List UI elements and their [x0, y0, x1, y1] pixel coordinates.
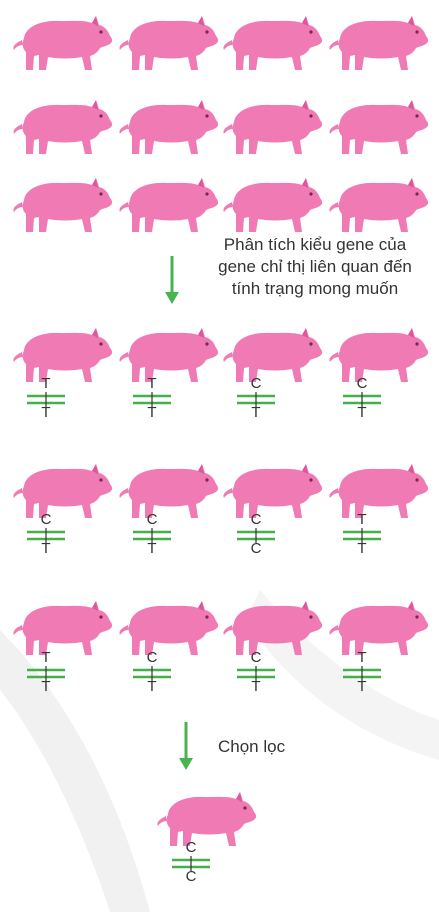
pig-icon — [13, 328, 112, 382]
allele-top-label: C — [142, 650, 162, 666]
genotyping-caption-line-1: Phân tích kiểu gene của — [196, 234, 434, 256]
allele-top-label: C — [142, 512, 162, 528]
allele-top-label: C — [246, 376, 266, 392]
pig-icon — [223, 100, 322, 154]
allele-bottom-label: T — [142, 541, 162, 557]
allele-bottom-label: T — [142, 405, 162, 421]
allele-bottom-label: T — [246, 405, 266, 421]
down-arrow-icon — [179, 722, 193, 770]
pig-icon — [13, 464, 112, 518]
pig-icon — [13, 16, 112, 70]
pig-icon — [329, 100, 428, 154]
pig-icon — [329, 464, 428, 518]
allele-bottom-label: T — [246, 679, 266, 695]
pig-icon — [119, 328, 218, 382]
pig-icon — [13, 601, 112, 655]
genotyping-caption-line-3: tính trạng mong muốn — [196, 278, 434, 300]
pig-icon — [223, 328, 322, 382]
allele-top-label: T — [36, 376, 56, 392]
allele-bottom-label: T — [36, 541, 56, 557]
allele-bottom-label: T — [142, 679, 162, 695]
allele-top-label: C — [352, 376, 372, 392]
allele-bottom-label: T — [352, 679, 372, 695]
pig-icon — [329, 16, 428, 70]
pig-icon — [13, 178, 112, 232]
pig-icon — [119, 178, 218, 232]
pig-icon — [329, 328, 428, 382]
genotyping-caption: Phân tích kiểu gene của gene chỉ thị liê… — [196, 234, 434, 300]
allele-bottom-label: T — [36, 405, 56, 421]
allele-top-label: T — [352, 650, 372, 666]
pig-icon — [13, 100, 112, 154]
pig-icon — [329, 178, 428, 232]
pig-icon — [119, 464, 218, 518]
pig-icon — [119, 601, 218, 655]
pig-icon — [223, 16, 322, 70]
pig-icon — [329, 601, 428, 655]
allele-top-label: T — [36, 650, 56, 666]
selection-caption: Chọn lọc — [218, 736, 285, 758]
allele-top-label: T — [142, 376, 162, 392]
pig-icon — [223, 464, 322, 518]
pig-icon — [223, 178, 322, 232]
down-arrow-icon — [165, 256, 179, 304]
pig-icon — [157, 792, 256, 846]
allele-top-label: C — [246, 650, 266, 666]
allele-bottom-label: T — [352, 541, 372, 557]
allele-bottom-label: C — [181, 869, 201, 885]
allele-bottom-label: T — [36, 679, 56, 695]
allele-top-label: T — [352, 512, 372, 528]
pig-icon — [119, 100, 218, 154]
allele-bottom-label: T — [352, 405, 372, 421]
pig-icon — [119, 16, 218, 70]
genotyping-caption-line-2: gene chỉ thị liên quan đến — [196, 256, 434, 278]
allele-top-label: C — [36, 512, 56, 528]
allele-top-label: C — [246, 512, 266, 528]
allele-bottom-label: C — [246, 541, 266, 557]
allele-top-label: C — [181, 840, 201, 856]
